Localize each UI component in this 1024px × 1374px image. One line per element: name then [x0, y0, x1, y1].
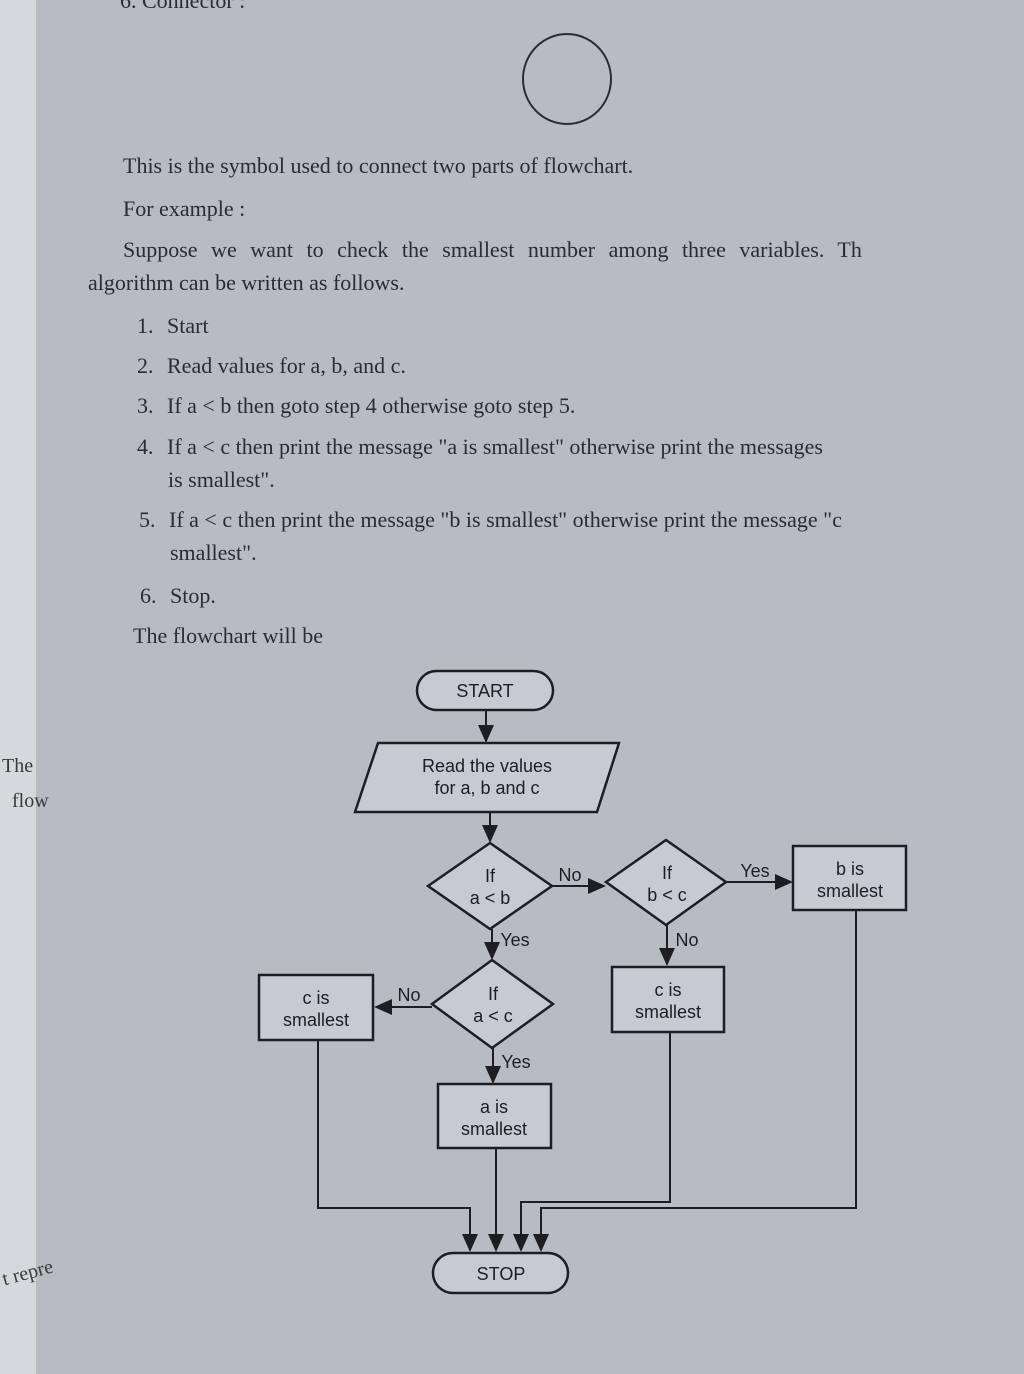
step-number: 3. — [137, 393, 154, 418]
d3-line2: a < c — [473, 1006, 513, 1026]
step-text: If a < c then print the message "a is sm… — [167, 434, 823, 459]
d2-line2: b < c — [647, 885, 687, 905]
flowchart-intro: The flowchart will be — [133, 623, 323, 648]
a-smallest-line1: a is — [480, 1097, 508, 1117]
step-number: 4. — [137, 434, 154, 459]
step-number: 2. — [137, 353, 154, 378]
d2-no-label: No — [675, 930, 698, 950]
step-text: Stop. — [170, 583, 216, 608]
for-example-label: For example : — [123, 196, 246, 221]
c-smallest-right-line1: c is — [655, 980, 682, 1000]
decision-a-lt-c — [429, 958, 556, 1050]
intro-line-2: algorithm can be written as follows. — [88, 270, 405, 295]
c-smallest-box-right — [610, 965, 726, 1034]
step-text: If a < b then goto step 4 otherwise goto… — [167, 393, 576, 418]
margin-note: flow — [12, 790, 49, 812]
step-number: 1. — [137, 313, 154, 338]
stop-label: STOP — [477, 1264, 526, 1284]
read-label-line2: for a, b and c — [434, 778, 539, 798]
d2-yes-label: Yes — [740, 861, 769, 881]
b-smallest-line1: b is — [836, 859, 864, 879]
step-text: Start — [167, 313, 209, 338]
step-5: 5. If a < c then print the message "b is … — [139, 507, 842, 533]
d1-yes-label: Yes — [500, 930, 529, 950]
step-1: 1. Start — [137, 313, 209, 339]
read-label-line1: Read the values — [422, 756, 552, 776]
step-4: 4. If a < c then print the message "a is … — [137, 434, 823, 460]
decision-a-lt-b — [425, 841, 555, 931]
connector-line — [513, 1032, 671, 1252]
step-text: Read values for a, b, and c. — [167, 353, 406, 378]
step-6: 6. Stop. — [140, 583, 216, 609]
step-2: 2. Read values for a, b, and c. — [137, 353, 406, 379]
d3-no-label: No — [397, 985, 420, 1005]
d3-line1: If — [488, 984, 499, 1004]
c-smallest-left-line2: smallest — [283, 1010, 349, 1030]
section-heading: 6. Connector : — [120, 0, 246, 13]
step-number: 6. — [140, 583, 157, 608]
d1-line2: a < b — [470, 888, 511, 908]
connector-description: This is the symbol used to connect two p… — [123, 153, 634, 178]
step-5-continued: smallest". — [170, 540, 257, 565]
d1-no-label: No — [558, 865, 581, 885]
read-input-box — [353, 741, 621, 814]
start-label: START — [456, 681, 513, 701]
b-smallest-box — [791, 844, 908, 912]
a-smallest-line2: smallest — [461, 1119, 527, 1139]
d1-line1: If — [485, 866, 496, 886]
c-smallest-box-left — [257, 973, 375, 1042]
b-smallest-line2: smallest — [817, 881, 883, 901]
c-smallest-left-line1: c is — [303, 988, 330, 1008]
connector-line — [317, 1040, 478, 1252]
a-smallest-box — [436, 1082, 553, 1150]
step-text: If a < c then print the message "b is sm… — [169, 507, 842, 532]
step-number: 5. — [139, 507, 156, 532]
c-smallest-right-line2: smallest — [635, 1002, 701, 1022]
step-3: 3. If a < b then goto step 4 otherwise go… — [137, 393, 575, 419]
margin-note: The — [2, 755, 34, 777]
connector-line — [533, 910, 857, 1252]
d3-yes-label: Yes — [501, 1052, 530, 1072]
intro-line-1: Suppose we want to check the smallest nu… — [123, 237, 862, 262]
connector-symbol — [522, 33, 612, 125]
adjacent-page — [0, 0, 36, 1374]
d2-line1: If — [662, 863, 673, 883]
stop-terminator — [431, 1251, 570, 1295]
step-4-continued: is smallest". — [168, 467, 275, 492]
